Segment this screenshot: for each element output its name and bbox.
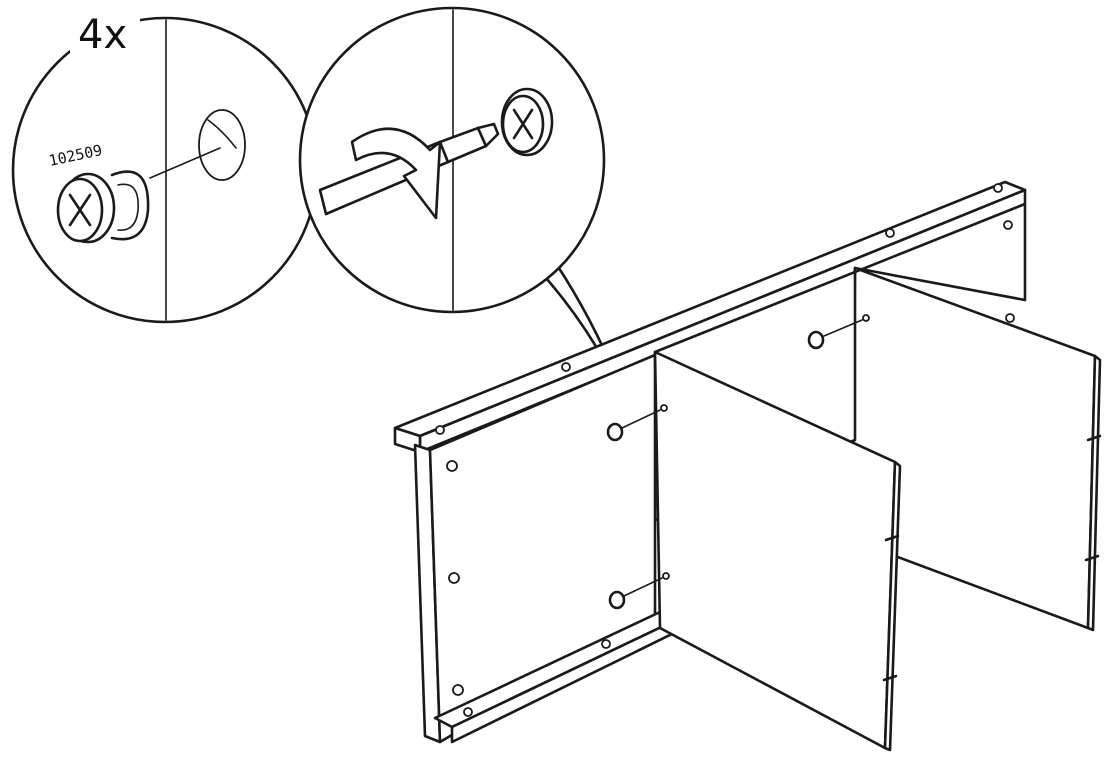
detail-circle-insert-cam: 102509 bbox=[11, 16, 319, 324]
cam-lock-fitting-icon bbox=[56, 170, 150, 244]
quantity-label: 4x bbox=[78, 12, 127, 58]
detail-circle-tighten-cam bbox=[298, 6, 632, 414]
quantity-label-bg bbox=[70, 10, 140, 56]
furniture-assembly bbox=[393, 180, 1102, 752]
clockwise-rotation-arrow-icon bbox=[350, 127, 442, 220]
